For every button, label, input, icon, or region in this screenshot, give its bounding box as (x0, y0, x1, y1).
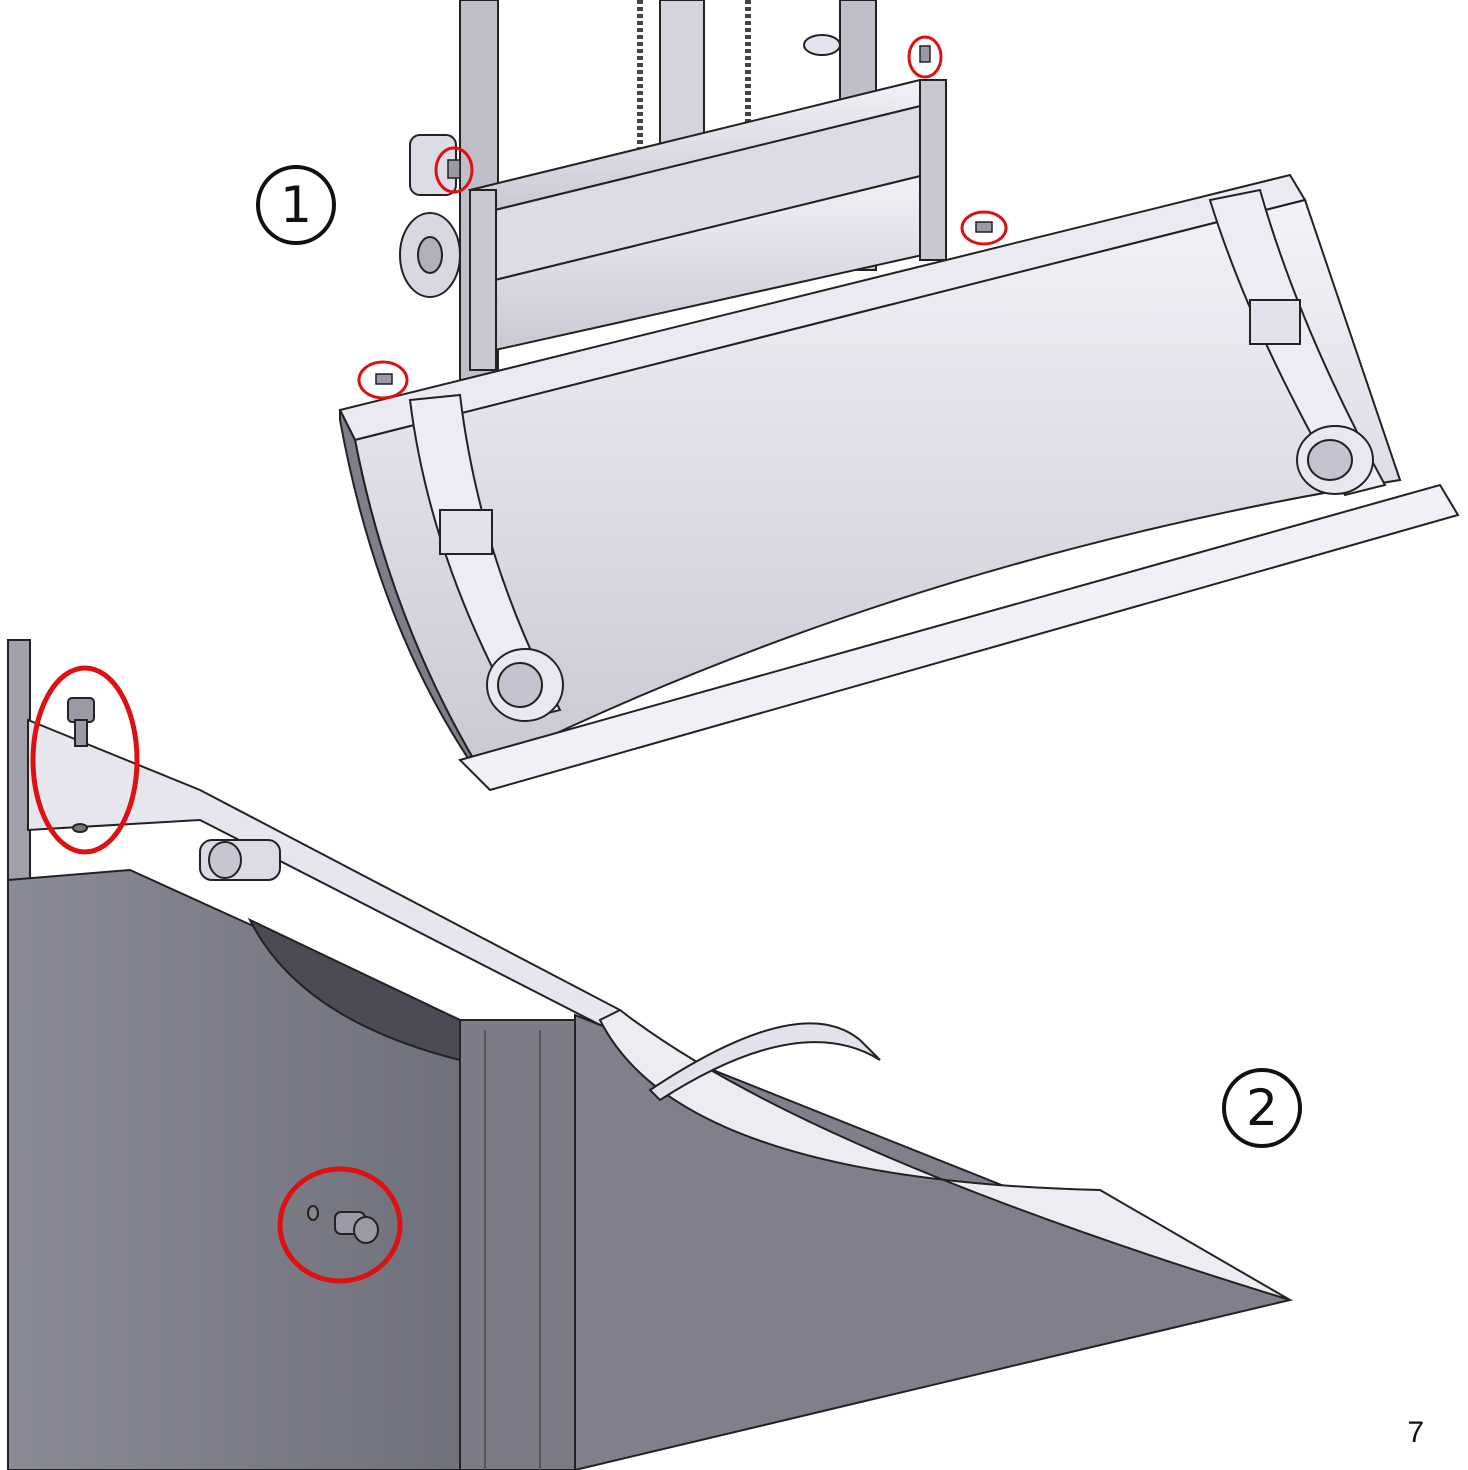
step-2-badge: 2 (1222, 1068, 1302, 1148)
step-2-number: 2 (1246, 1079, 1278, 1137)
bolt-icons-upper (375, 45, 993, 385)
lower-detail-view (7, 639, 1294, 1470)
step-1-number: 1 (280, 176, 312, 234)
upper-assembly-view (338, 0, 1460, 792)
bolt-highlight-markers-upper (357, 35, 1008, 400)
bolt-highlight-markers-lower (30, 665, 403, 1284)
step-1-badge: 1 (256, 165, 336, 245)
page-number: 7 (1407, 1416, 1424, 1449)
bolt-icons-lower (67, 697, 379, 1244)
